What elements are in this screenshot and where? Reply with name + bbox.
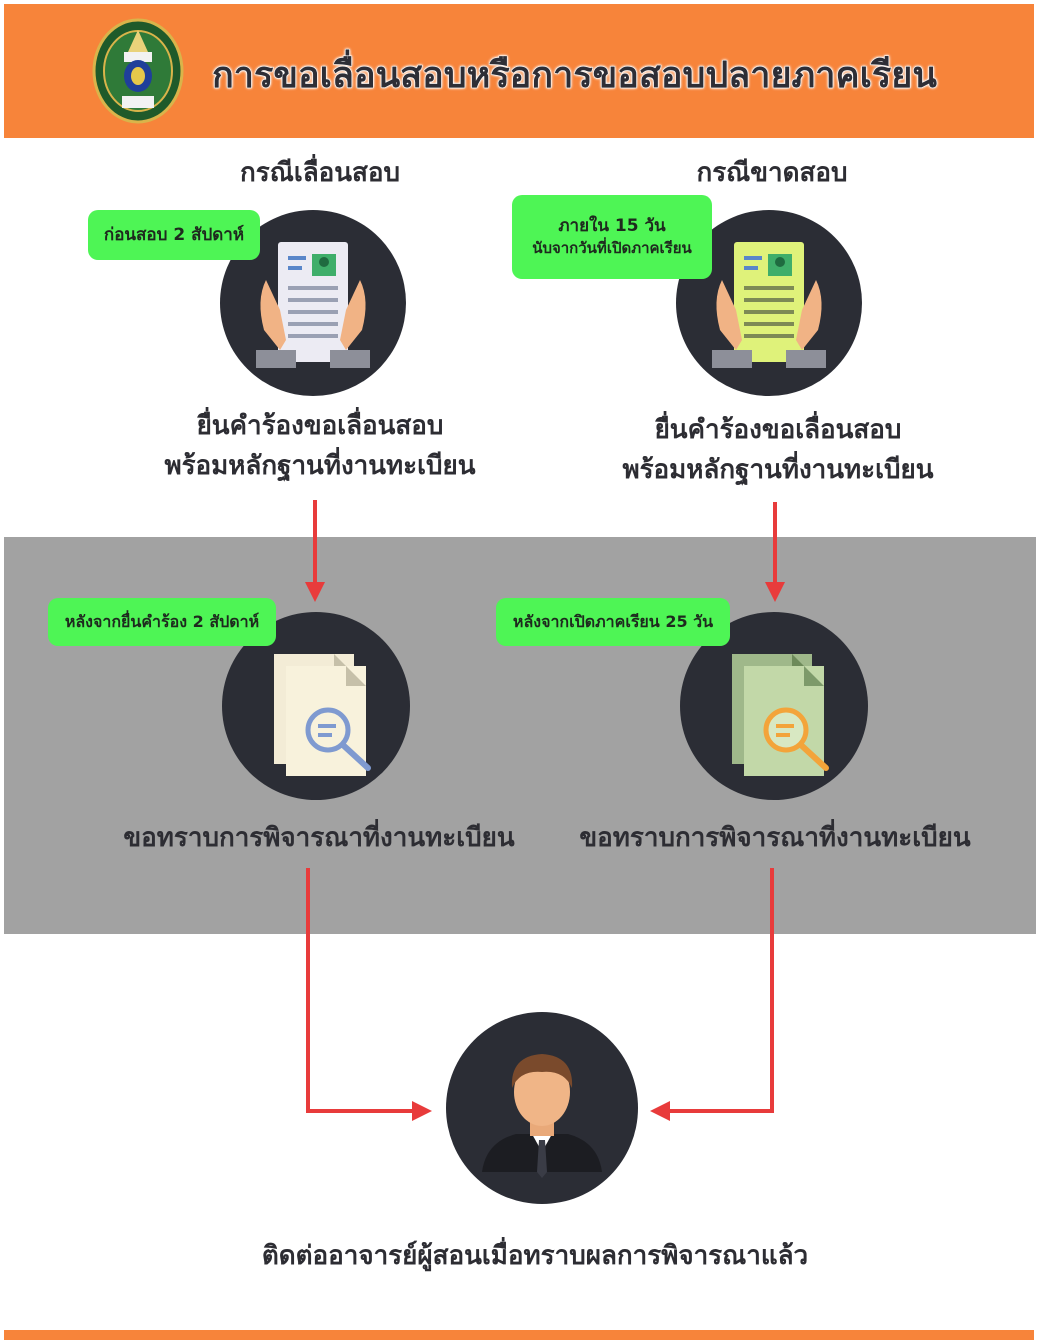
document-search-icon (732, 654, 829, 776)
step1-left-text-line2: พร้อมหลักฐานที่งานทะเบียน (164, 451, 476, 481)
footer-bar (4, 1330, 1034, 1340)
badge-line-1: ภายใน 15 วัน (558, 216, 666, 236)
page-title: การขอเลื่อนสอบหรือการขอสอบปลายภาคเรียน (212, 55, 938, 97)
final-circle (446, 1012, 638, 1204)
document-search-icon (274, 654, 371, 776)
step1-left-badge: ก่อนสอบ 2 สัปดาห์ (88, 210, 260, 260)
teacher-avatar-icon (482, 1054, 602, 1178)
document-in-hands-icon (256, 242, 370, 368)
university-seal-icon (92, 18, 184, 124)
column-title-absent: กรณีขาดสอบ (696, 158, 848, 188)
step1-right-text-line1: ยื่นคำร้องขอเลื่อนสอบ (654, 415, 902, 445)
arrow-right-step2-to-final (650, 868, 774, 1121)
badge-line-2: นับจากวันที่เปิดภาคเรียน (532, 239, 692, 257)
step1-left-text: ยื่นคำร้องขอเลื่อนสอบ พร้อมหลักฐานที่งาน… (120, 406, 520, 486)
step2-left-text: ขอทราบการพิจารณาที่งานทะเบียน (123, 823, 515, 853)
arrow-left-step2-to-final (306, 868, 432, 1121)
step2-left-badge: หลังจากยื่นคำร้อง 2 สัปดาห์ (48, 598, 276, 646)
final-text: ติดต่ออาจารย์ผู้สอนเมื่อทราบผลการพิจารณา… (261, 1241, 809, 1271)
step1-right-text: ยื่นคำร้องขอเลื่อนสอบ พร้อมหลักฐานที่งาน… (578, 410, 978, 490)
step1-right-badge: ภายใน 15 วัน นับจากวันที่เปิดภาคเรียน (512, 195, 712, 279)
header-banner: การขอเลื่อนสอบหรือการขอสอบปลายภาคเรียน (4, 4, 1034, 138)
column-title-postpone: กรณีเลื่อนสอบ (239, 158, 401, 188)
document-in-hands-icon (712, 242, 826, 368)
step1-left-text-line1: ยื่นคำร้องขอเลื่อนสอบ (196, 411, 444, 441)
step1-right-text-line2: พร้อมหลักฐานที่งานทะเบียน (622, 455, 934, 485)
step2-right-badge: หลังจากเปิดภาคเรียน 25 วัน (496, 598, 730, 646)
step2-right-text: ขอทราบการพิจารณาที่งานทะเบียน (579, 823, 971, 853)
